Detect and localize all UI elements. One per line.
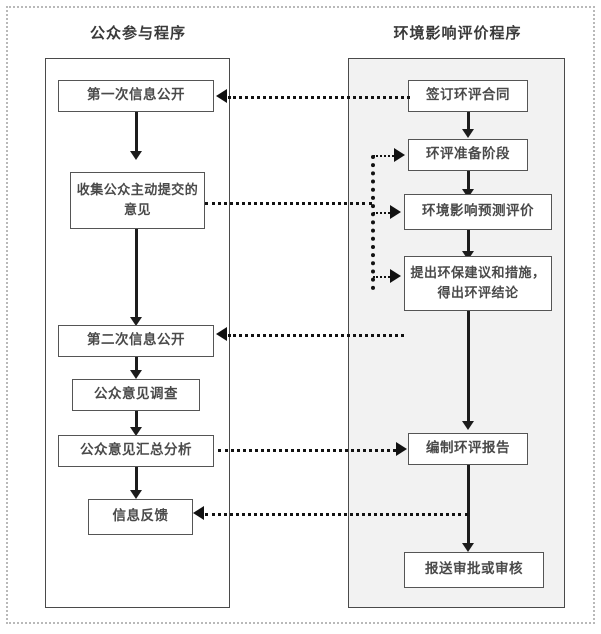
link-contract-to-disclosure1	[228, 96, 410, 99]
link-analysis-to-report-arrowhead	[396, 442, 407, 456]
node-suggestions-and-conclusion[interactable]: 提出环保建议和措施，得出环评结论	[404, 256, 552, 311]
flow-line-right-2	[467, 171, 470, 194]
link-trunk-to-prepare-stage	[373, 155, 397, 157]
flow-arrow-right-1	[462, 129, 474, 138]
flow-arrow-right-4	[462, 421, 474, 430]
link-opinions-trunk-vertical	[371, 155, 375, 290]
link-opinions-to-trunk	[205, 202, 372, 205]
flow-line-right-1	[467, 112, 470, 134]
link-contract-to-disclosure1-arrowhead	[216, 89, 227, 103]
link-analysis-to-report	[218, 449, 402, 452]
link-trunk-to-impact-prediction	[373, 212, 393, 214]
flow-arrow-left-5	[130, 490, 142, 499]
node-sign-eia-contract[interactable]: 签订环评合同	[408, 80, 528, 112]
flow-arrow-right-2	[462, 189, 474, 198]
flow-arrow-right-3	[462, 251, 474, 260]
node-collect-public-opinions[interactable]: 收集公众主动提交的意见	[70, 172, 205, 229]
link-trunk-to-impact-prediction-arrowhead	[390, 205, 401, 219]
node-compile-eia-report[interactable]: 编制环评报告	[408, 433, 528, 465]
link-trunk-to-prepare-stage-arrowhead	[394, 148, 405, 162]
flow-arrow-left-2	[130, 317, 142, 326]
node-public-opinion-analysis[interactable]: 公众意见汇总分析	[58, 435, 214, 467]
page-border	[6, 6, 595, 624]
flow-line-left-2	[135, 229, 138, 322]
node-first-information-disclosure[interactable]: 第一次信息公开	[58, 80, 214, 112]
flow-line-left-3	[135, 357, 138, 375]
node-public-opinion-survey[interactable]: 公众意见调查	[72, 379, 200, 411]
flow-arrow-right-5	[462, 543, 474, 552]
link-trunk-to-suggestions-arrowhead	[390, 269, 401, 283]
flow-line-left-4	[135, 411, 138, 432]
node-information-feedback[interactable]: 信息反馈	[88, 499, 193, 535]
flow-line-right-5	[467, 465, 470, 548]
flow-line-left-1	[135, 112, 138, 156]
link-report-to-feedback-arrowhead	[193, 506, 204, 520]
link-conclusion-to-disclosure2	[228, 334, 404, 337]
node-eia-preparation-stage[interactable]: 环评准备阶段	[408, 139, 528, 171]
link-report-to-feedback	[205, 513, 468, 516]
node-submit-for-approval[interactable]: 报送审批或审核	[404, 552, 544, 588]
column-header-public-participation: 公众参与程序	[89, 24, 186, 42]
link-conclusion-to-disclosure2-arrowhead	[216, 327, 227, 341]
flow-arrow-left-4	[130, 427, 142, 436]
column-header-eia-procedure: 环境影响评价程序	[393, 24, 522, 42]
flow-line-right-4	[467, 311, 470, 426]
node-environmental-impact-prediction[interactable]: 环境影响预测评价	[404, 194, 552, 230]
flow-arrow-left-1	[130, 151, 142, 160]
flow-line-right-3	[467, 230, 470, 256]
flow-arrow-left-3	[130, 370, 142, 379]
node-second-information-disclosure[interactable]: 第二次信息公开	[58, 325, 214, 357]
flow-line-left-5	[135, 467, 138, 495]
link-trunk-to-suggestions	[373, 276, 393, 278]
